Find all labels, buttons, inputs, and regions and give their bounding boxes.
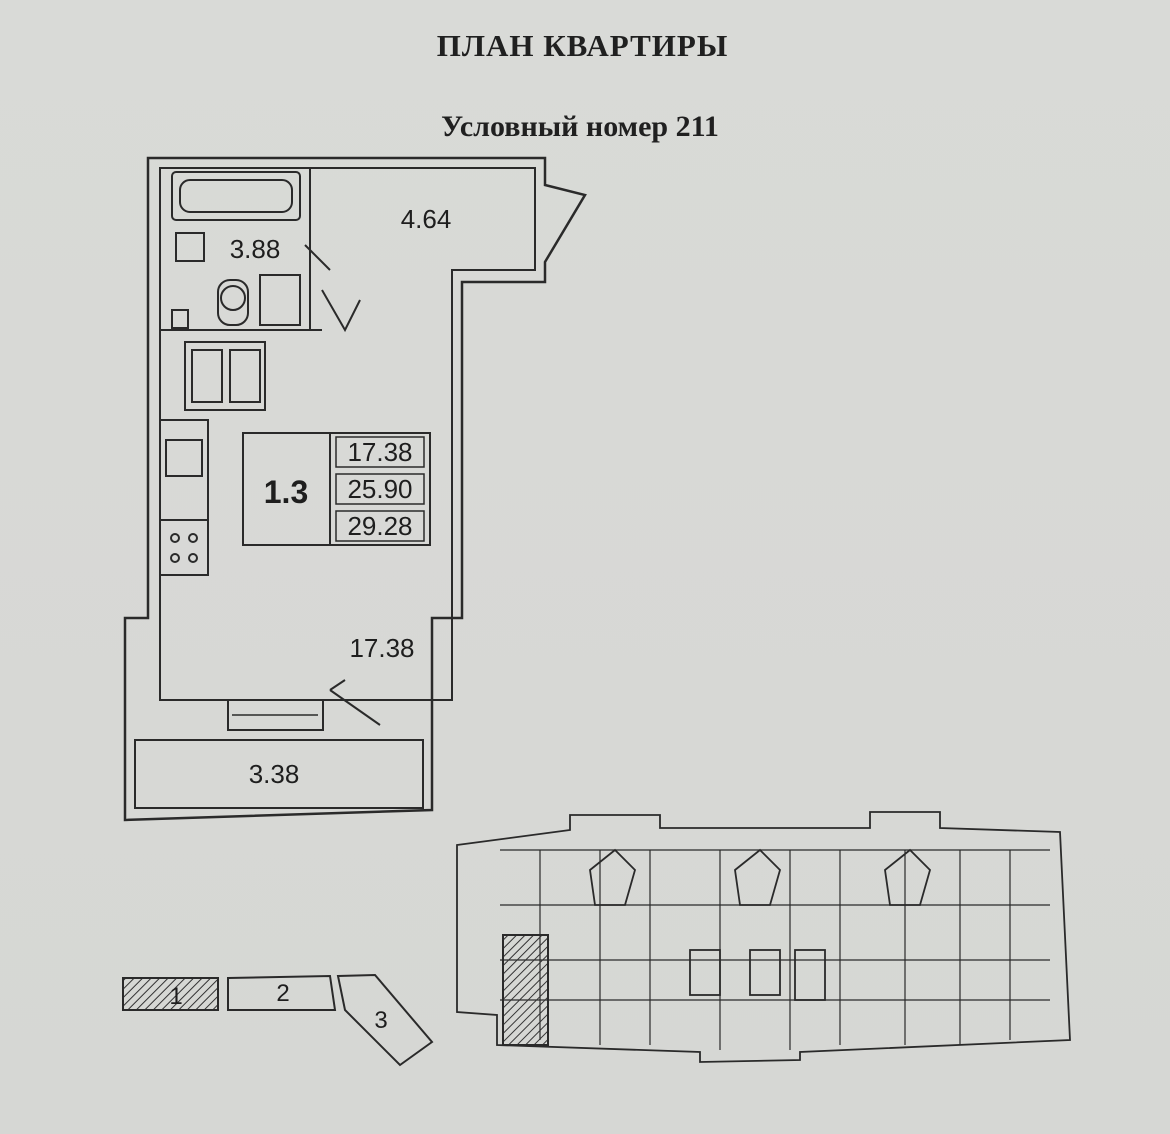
living-area-label: 17.38 <box>349 633 414 663</box>
wardrobe <box>184 341 266 411</box>
section-key-plan: 1 2 3 <box>122 973 434 1067</box>
living-area-value: 17.38 <box>347 437 412 467</box>
corridor-area-label: 4.64 <box>401 204 452 234</box>
page-title: ПЛАН КВАРТИРЫ <box>436 28 729 63</box>
bathroom-area-label: 3.88 <box>230 234 281 264</box>
total-area-value: 25.90 <box>347 474 412 504</box>
area-summary-box: 1.3 17.38 25.90 29.28 <box>242 432 431 546</box>
balcony-area-label: 3.38 <box>249 759 300 789</box>
section-3-label: 3 <box>374 1007 387 1034</box>
apartment-outline <box>123 156 587 822</box>
floor-key-plan <box>456 811 1071 1063</box>
total-with-balcony-value: 29.28 <box>347 511 412 541</box>
section-2-label: 2 <box>276 980 289 1007</box>
apartment-number: Условный номер 211 <box>441 110 719 143</box>
bathroom-fixtures <box>171 171 301 329</box>
section-1-label: 1 <box>169 983 182 1010</box>
kitchen-unit <box>159 419 209 576</box>
apartment-type-label: 1.3 <box>264 474 308 510</box>
